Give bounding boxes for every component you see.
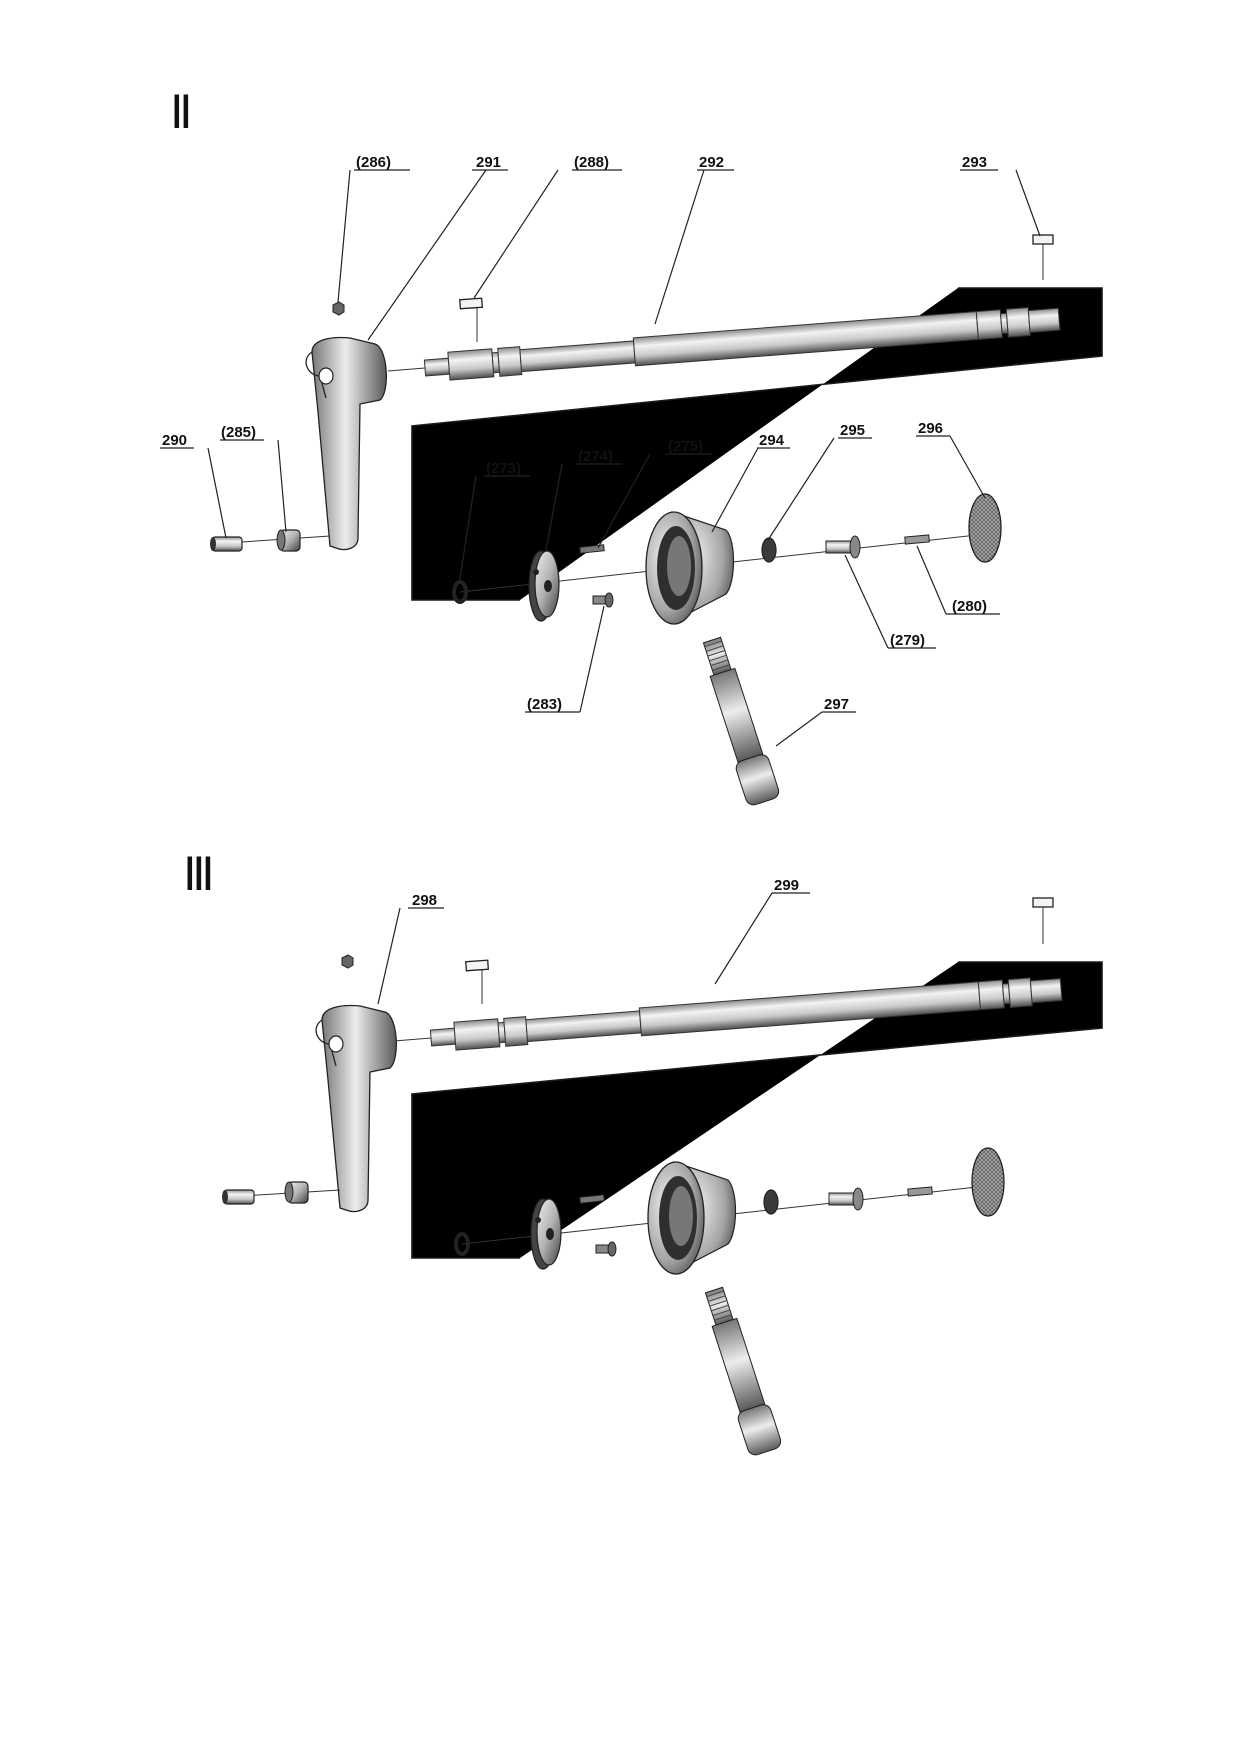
- washer-3: [763, 1189, 779, 1215]
- lever-handle: [305, 336, 387, 551]
- main-shaft-299: [429, 977, 1063, 1051]
- callout-293: 293: [962, 154, 987, 171]
- key-288: [459, 297, 484, 310]
- callout-288: (288): [574, 154, 609, 171]
- callout-290: 290: [162, 432, 187, 449]
- callout-299: 299: [774, 877, 799, 894]
- screw-3a: [595, 1241, 617, 1257]
- callout-296: 296: [918, 420, 943, 437]
- section-3-title: Ⅲ: [183, 849, 215, 900]
- key-right-3: [1032, 897, 1054, 908]
- section-2-title: Ⅱ: [170, 87, 193, 138]
- section-3-leaders: [377, 892, 810, 1005]
- screw-283: [592, 592, 614, 608]
- callout-274: (274): [578, 448, 613, 465]
- callout-280: (280): [952, 598, 987, 615]
- callout-286: (286): [356, 154, 391, 171]
- flange-3: [530, 1198, 562, 1270]
- callout-283: (283): [527, 696, 562, 713]
- callout-275: (275): [668, 438, 703, 455]
- section-3-shaft-axis: [393, 1037, 432, 1042]
- section-2-shaft-axis: [387, 367, 426, 372]
- bush-3: [284, 1181, 309, 1204]
- bolt-290: [210, 536, 243, 552]
- bolt-3: [222, 1189, 255, 1205]
- section-2-leaders: [160, 169, 1041, 747]
- callout-279: (279): [890, 632, 925, 649]
- grip-297: [702, 636, 780, 806]
- key-left-3: [465, 959, 490, 972]
- callout-285: (285): [221, 424, 256, 441]
- key-293: [1032, 234, 1054, 245]
- o-ring-3: [454, 1232, 470, 1256]
- flange-274: [528, 550, 560, 622]
- section-3-callouts: 298 299: [412, 877, 799, 909]
- lever-handle-298: [315, 1004, 397, 1213]
- section-2-return-outline: [411, 287, 1103, 601]
- section-3-return-outline: [411, 961, 1103, 1259]
- o-ring-273: [452, 580, 468, 604]
- cup-3: [647, 1161, 737, 1275]
- washer-295: [761, 537, 777, 563]
- callout-297: 297: [824, 696, 849, 713]
- callout-273: (273): [486, 460, 521, 477]
- section-3: Ⅲ: [183, 849, 1103, 1456]
- callout-291: 291: [476, 154, 501, 171]
- section-2-callouts: (286) 291 (288) 292 293 290 (285) (273) …: [162, 154, 987, 713]
- callout-295: 295: [840, 422, 865, 439]
- pin-3b: [907, 1186, 933, 1197]
- callout-292: 292: [699, 154, 724, 171]
- set-screw-286: [332, 301, 345, 316]
- set-screw-3: [341, 954, 354, 969]
- bush-285: [276, 529, 301, 552]
- section-2: Ⅱ: [160, 87, 1103, 806]
- callout-298: 298: [412, 892, 437, 909]
- pin-280: [904, 534, 930, 545]
- grip-3: [704, 1286, 782, 1456]
- screw-279: [825, 535, 861, 559]
- pin-3a: [579, 1194, 605, 1204]
- disc-296: [968, 493, 1002, 563]
- disc-3: [971, 1147, 1005, 1217]
- screw-3b: [828, 1187, 864, 1211]
- cup-294: [645, 511, 735, 625]
- callout-294: 294: [759, 432, 785, 449]
- main-shaft: [423, 307, 1061, 381]
